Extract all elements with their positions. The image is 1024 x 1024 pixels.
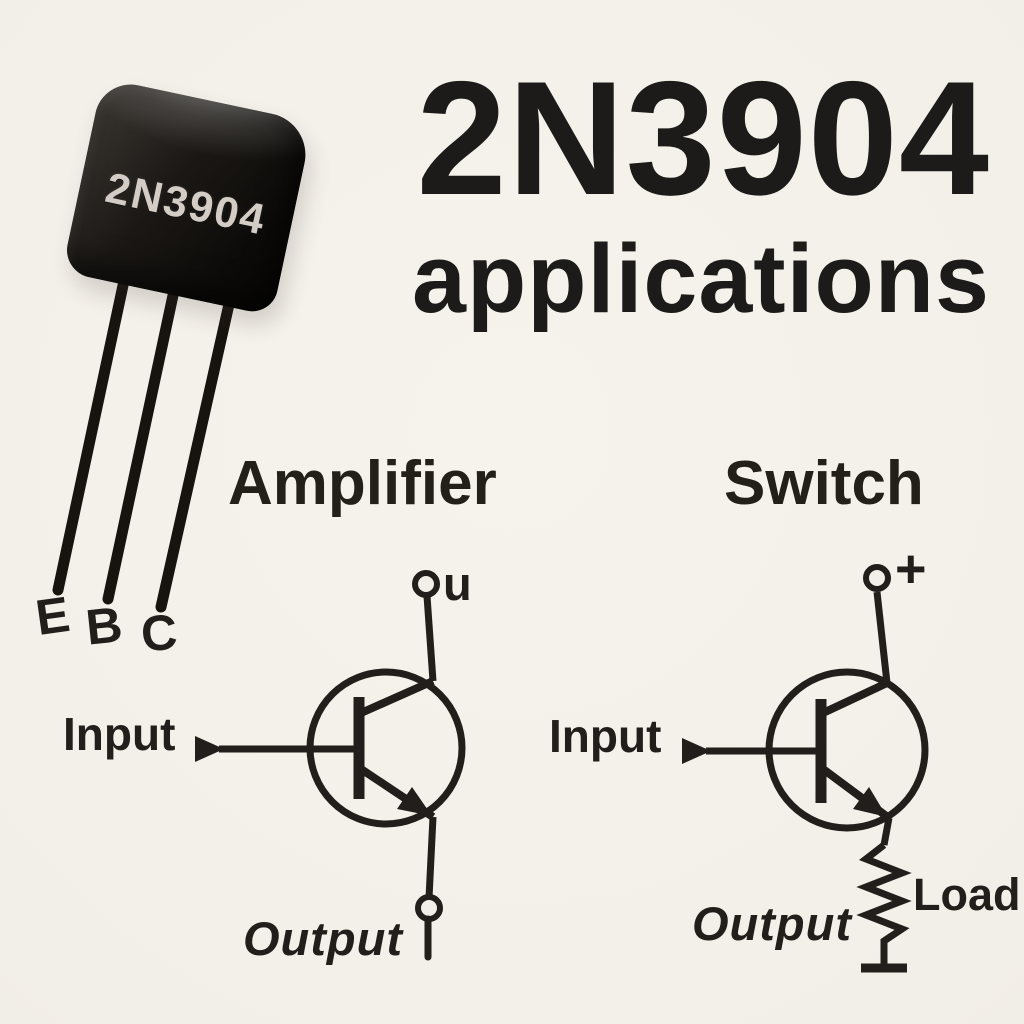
switch-load-label: Load (913, 869, 1021, 920)
switch-transistor-circle (765, 668, 929, 832)
amplifier-emitter-wire (425, 816, 437, 899)
amplifier-input-label: Input (63, 708, 176, 760)
amplifier-collector-wire (423, 595, 437, 682)
pin-label-collector: C (139, 603, 180, 663)
switch-collector-wire (873, 591, 891, 684)
base-lead (102, 266, 184, 605)
pin-label-emitter: E (32, 585, 74, 647)
switch-emitter-wire (880, 817, 893, 846)
amplifier-input-arrowhead (195, 736, 224, 762)
title-line-1: 2N3904 (416, 48, 990, 229)
switch-heading: Switch (724, 449, 924, 518)
switch-input-arrowhead (682, 738, 711, 764)
switch-output-label: Output (692, 897, 852, 950)
switch-load-resistor (856, 842, 912, 966)
amplifier-transistor-circle (306, 668, 466, 828)
amplifier-collector-terminal (412, 570, 440, 598)
title-line-2: applications (412, 224, 990, 333)
collector-lead (155, 276, 240, 613)
switch-input-label: Input (549, 710, 662, 762)
amplifier-heading: Amplifier (228, 449, 497, 518)
switch-collector-line (821, 679, 889, 717)
switch-supply-terminal (863, 564, 891, 592)
pin-label-base: B (83, 596, 125, 656)
amplifier-emitter-arrowhead (397, 787, 432, 816)
switch-emitter-arrowhead (853, 787, 887, 817)
amplifier-output-label: Output (243, 912, 403, 965)
emitter-lead (52, 256, 134, 596)
amplifier-collector-terminal-label: u (443, 557, 472, 610)
amplifier-collector-line (359, 677, 435, 717)
switch-supply-plus-label: + (895, 539, 927, 599)
package-marking: 2N3904 (101, 163, 271, 245)
